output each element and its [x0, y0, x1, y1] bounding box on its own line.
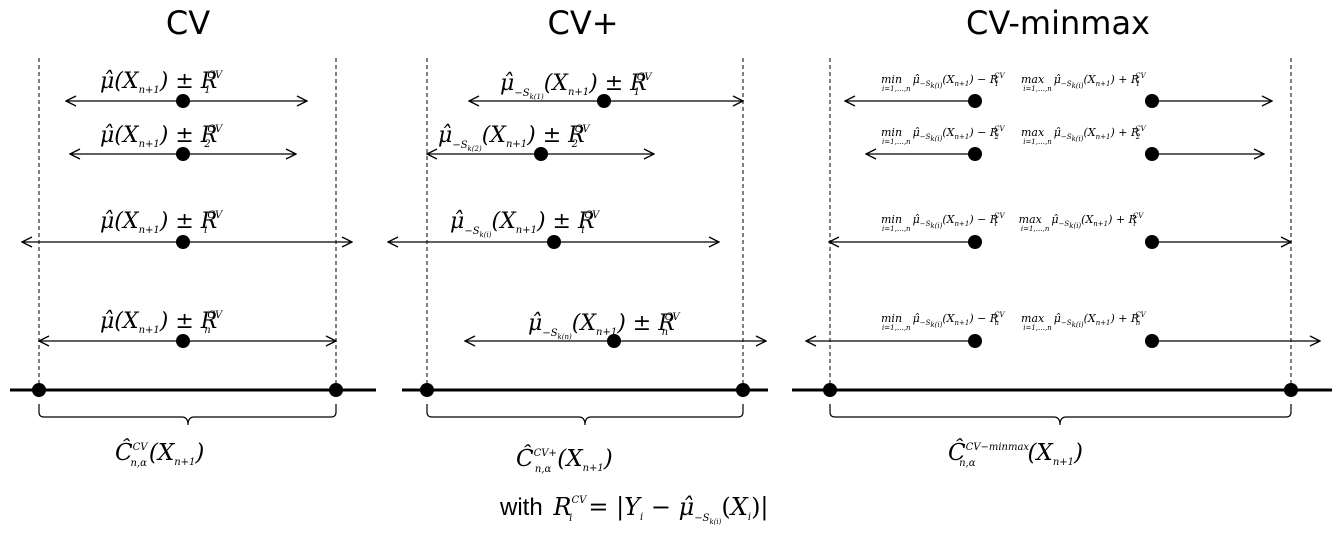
panel-title: CV-minmax — [966, 4, 1150, 42]
max-estimate-dot — [1145, 147, 1159, 161]
endpoint-dot-right — [1284, 383, 1298, 397]
endpoint-dot-left — [420, 383, 434, 397]
point-estimate-dot — [176, 94, 190, 108]
interval-brace — [426, 404, 744, 426]
panel-title: CV — [166, 4, 210, 42]
max-estimate-dot — [1145, 94, 1159, 108]
point-estimate-dot — [176, 334, 190, 348]
endpoint-dot-right — [736, 383, 750, 397]
panel-title: CV+ — [547, 4, 618, 42]
max-estimate-dot — [1145, 235, 1159, 249]
point-estimate-dot — [607, 334, 621, 348]
min-estimate-dot — [968, 147, 982, 161]
max-estimate-dot — [1145, 334, 1159, 348]
min-estimate-dot — [968, 94, 982, 108]
endpoint-dot-left — [823, 383, 837, 397]
point-estimate-dot — [597, 94, 611, 108]
endpoint-dot-left — [32, 383, 46, 397]
point-estimate-dot — [534, 147, 548, 161]
point-estimate-dot — [176, 235, 190, 249]
min-estimate-dot — [968, 334, 982, 348]
point-estimate-dot — [176, 147, 190, 161]
point-estimate-dot — [547, 235, 561, 249]
endpoint-dot-right — [329, 383, 343, 397]
interval-brace — [38, 404, 337, 426]
interval-brace — [829, 404, 1292, 426]
min-estimate-dot — [968, 235, 982, 249]
brace-label: ĈCV+n,α(Xn+1) — [516, 445, 613, 475]
